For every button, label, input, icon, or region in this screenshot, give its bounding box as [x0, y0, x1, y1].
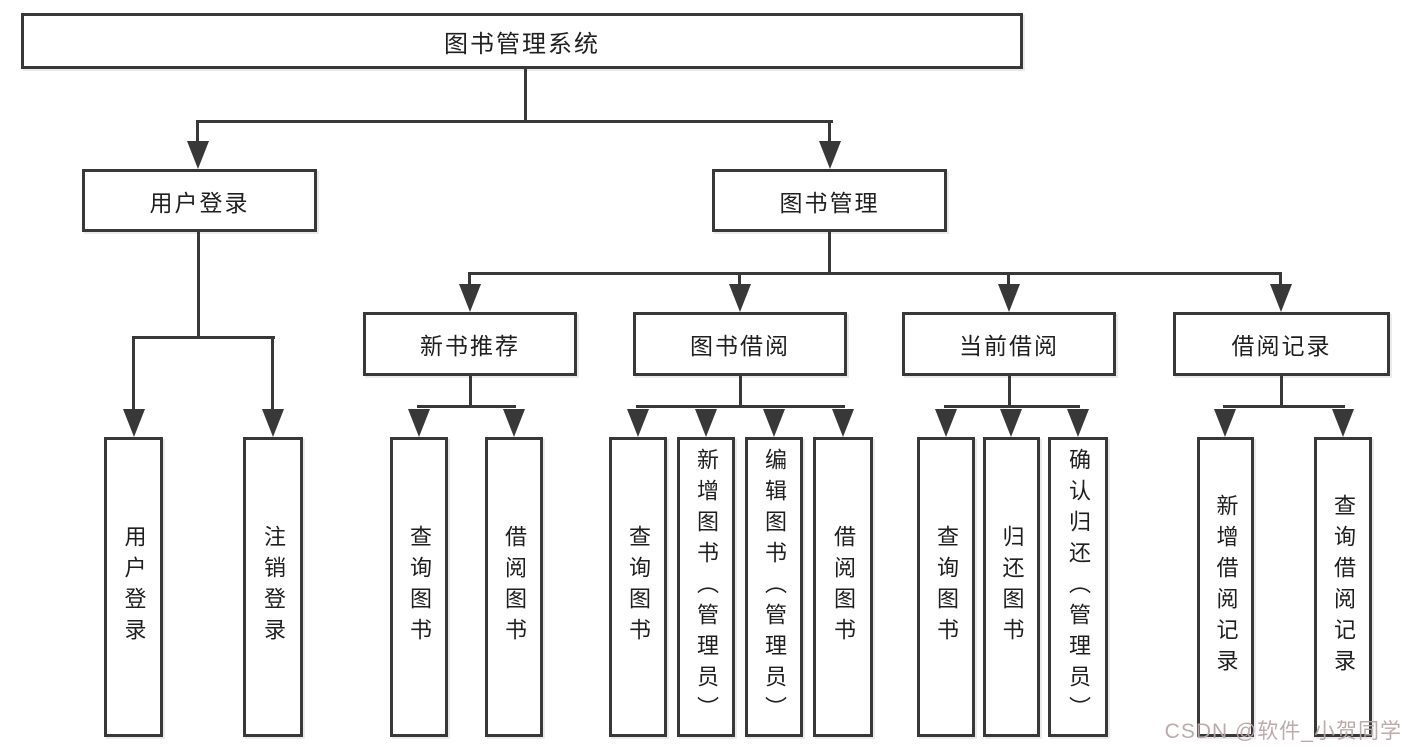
- leaf-return-books: 归还图书: [983, 437, 1040, 737]
- connector-line: [738, 275, 741, 286]
- connector-line: [1007, 275, 1010, 286]
- arrowhead: [695, 409, 717, 437]
- arrowhead: [1067, 409, 1089, 437]
- node-system-root: 图书管理系统: [21, 13, 1023, 69]
- arrowhead: [1000, 409, 1022, 437]
- connector-line: [469, 376, 472, 408]
- connector-line: [468, 275, 471, 286]
- node-book-borrowing: 图书借阅: [633, 312, 847, 376]
- arrowhead: [262, 409, 284, 437]
- leaf-confirm-return-admin: 确认归还（管理员）: [1048, 437, 1108, 737]
- arrowhead: [503, 409, 525, 437]
- node-user-login: 用户登录: [82, 169, 317, 232]
- leaf-borrow-books-borrowing: 借阅图书: [813, 437, 873, 737]
- arrowhead: [832, 409, 854, 437]
- connector-line: [828, 232, 831, 275]
- arrowhead: [998, 284, 1020, 312]
- leaf-user-login: 用户登录: [104, 437, 163, 737]
- arrowhead: [819, 141, 841, 169]
- connector-line: [524, 69, 527, 123]
- arrowhead: [408, 409, 430, 437]
- leaf-logout: 注销登录: [243, 437, 303, 737]
- connector-line: [1008, 376, 1011, 408]
- arrowhead: [459, 284, 481, 312]
- connector-line: [944, 405, 1080, 408]
- watermark: CSDN @软件_小贺同学: [1164, 720, 1402, 743]
- connector-line: [828, 123, 831, 143]
- leaf-query-books-current: 查询图书: [917, 437, 975, 737]
- connector-line: [468, 272, 1282, 275]
- arrowhead: [935, 409, 957, 437]
- arrowhead: [763, 409, 785, 437]
- connector-line: [132, 339, 135, 411]
- connector-line: [417, 405, 516, 408]
- arrowhead: [627, 409, 649, 437]
- arrowhead: [1332, 409, 1354, 437]
- leaf-add-borrow-record: 新增借阅记录: [1197, 437, 1254, 737]
- connector-line: [1223, 405, 1345, 408]
- connector-line: [197, 232, 200, 339]
- arrowhead: [123, 409, 145, 437]
- leaf-query-borrow-record: 查询借阅记录: [1314, 437, 1372, 737]
- arrowhead: [187, 141, 209, 169]
- leaf-query-books-borrowing: 查询图书: [609, 437, 667, 737]
- leaf-add-books-admin: 新增图书（管理员）: [677, 437, 735, 737]
- node-borrowing-records: 借阅记录: [1173, 312, 1390, 376]
- leaf-borrow-books-recommend: 借阅图书: [485, 437, 543, 737]
- connector-line: [1280, 376, 1283, 408]
- arrowhead: [729, 284, 751, 312]
- node-current-borrowing: 当前借阅: [902, 312, 1116, 376]
- connector-line: [271, 339, 274, 411]
- connector-line: [1279, 275, 1282, 286]
- arrowhead: [1270, 284, 1292, 312]
- node-new-book-recommend: 新书推荐: [363, 312, 577, 376]
- arrowhead: [1214, 409, 1236, 437]
- connector-line: [132, 336, 275, 339]
- connector-line: [196, 120, 833, 123]
- node-book-management: 图书管理: [712, 169, 947, 232]
- connector-line: [636, 405, 845, 408]
- leaf-query-books-recommend: 查询图书: [390, 437, 448, 737]
- connector-line: [739, 376, 742, 408]
- leaf-edit-books-admin: 编辑图书（管理员）: [745, 437, 803, 737]
- connector-line: [196, 123, 199, 143]
